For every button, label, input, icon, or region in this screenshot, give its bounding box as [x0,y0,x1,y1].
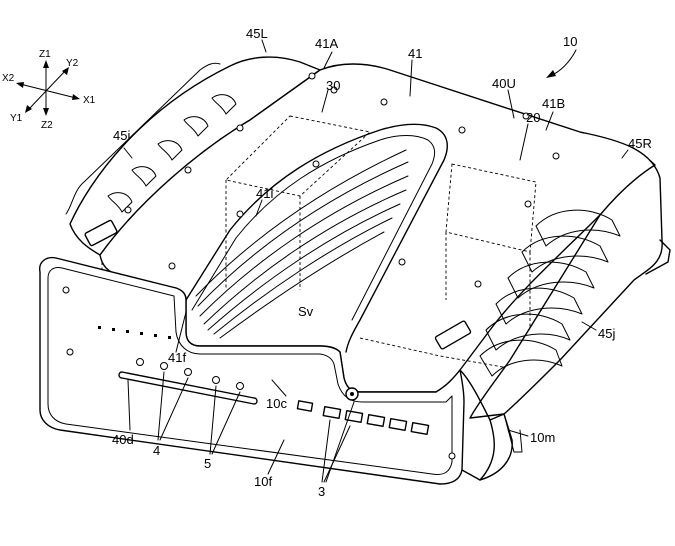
right-side-cover [469,131,663,419]
intake-fins [195,149,409,339]
label-10c: 10c [266,396,287,411]
label-5: 5 [204,456,211,471]
front-face [39,256,465,485]
label-40U: 40U [492,76,516,91]
axis-z2-label: Z2 [41,120,53,131]
left-handle-slot [84,219,118,247]
axis-x2-label: X2 [2,73,15,84]
label-40d: 40d [112,432,134,447]
indicator-dots [98,326,171,339]
top-surface-holes [124,72,560,288]
label-41A: 41A [315,36,338,51]
axis-x1-label: X1 [83,95,96,106]
buttons-4 [136,358,192,376]
label-41B: 41B [542,96,565,111]
label-4: 4 [153,443,160,458]
device-body [39,56,671,485]
axis-y2-label: Y2 [66,58,79,69]
right-handle-slot [434,320,472,350]
label-45L: 45L [246,26,268,41]
label-45j: 45j [598,326,615,341]
label-41f: 41f [168,350,186,365]
label-10m: 10m [530,430,555,445]
axis-y1-label: Y1 [10,113,23,124]
label-Sv: Sv [298,304,314,319]
leader-lines [123,39,629,483]
left-vent-fins [107,94,237,213]
label-10f: 10f [254,474,272,489]
right-vent-fins [479,209,621,377]
axis-indicator: Z1 Z2 X1 X2 Y2 Y1 [2,49,96,131]
label-10: 10 [563,34,577,49]
v-opening [185,123,448,353]
reference-labels: 10 45L 41A 41 40U 30 20 41B 45R 45i 41i … [112,26,652,499]
label-3: 3 [318,484,325,499]
label-45i: 45i [113,128,130,143]
label-30: 30 [326,78,340,93]
disc-slot [118,371,258,405]
label-41i: 41i [256,186,273,201]
label-41: 41 [408,46,422,61]
label-45R: 45R [628,136,652,151]
axis-z1-label: Z1 [39,49,51,60]
label-20: 20 [526,110,540,125]
buttons-5 [212,376,244,390]
